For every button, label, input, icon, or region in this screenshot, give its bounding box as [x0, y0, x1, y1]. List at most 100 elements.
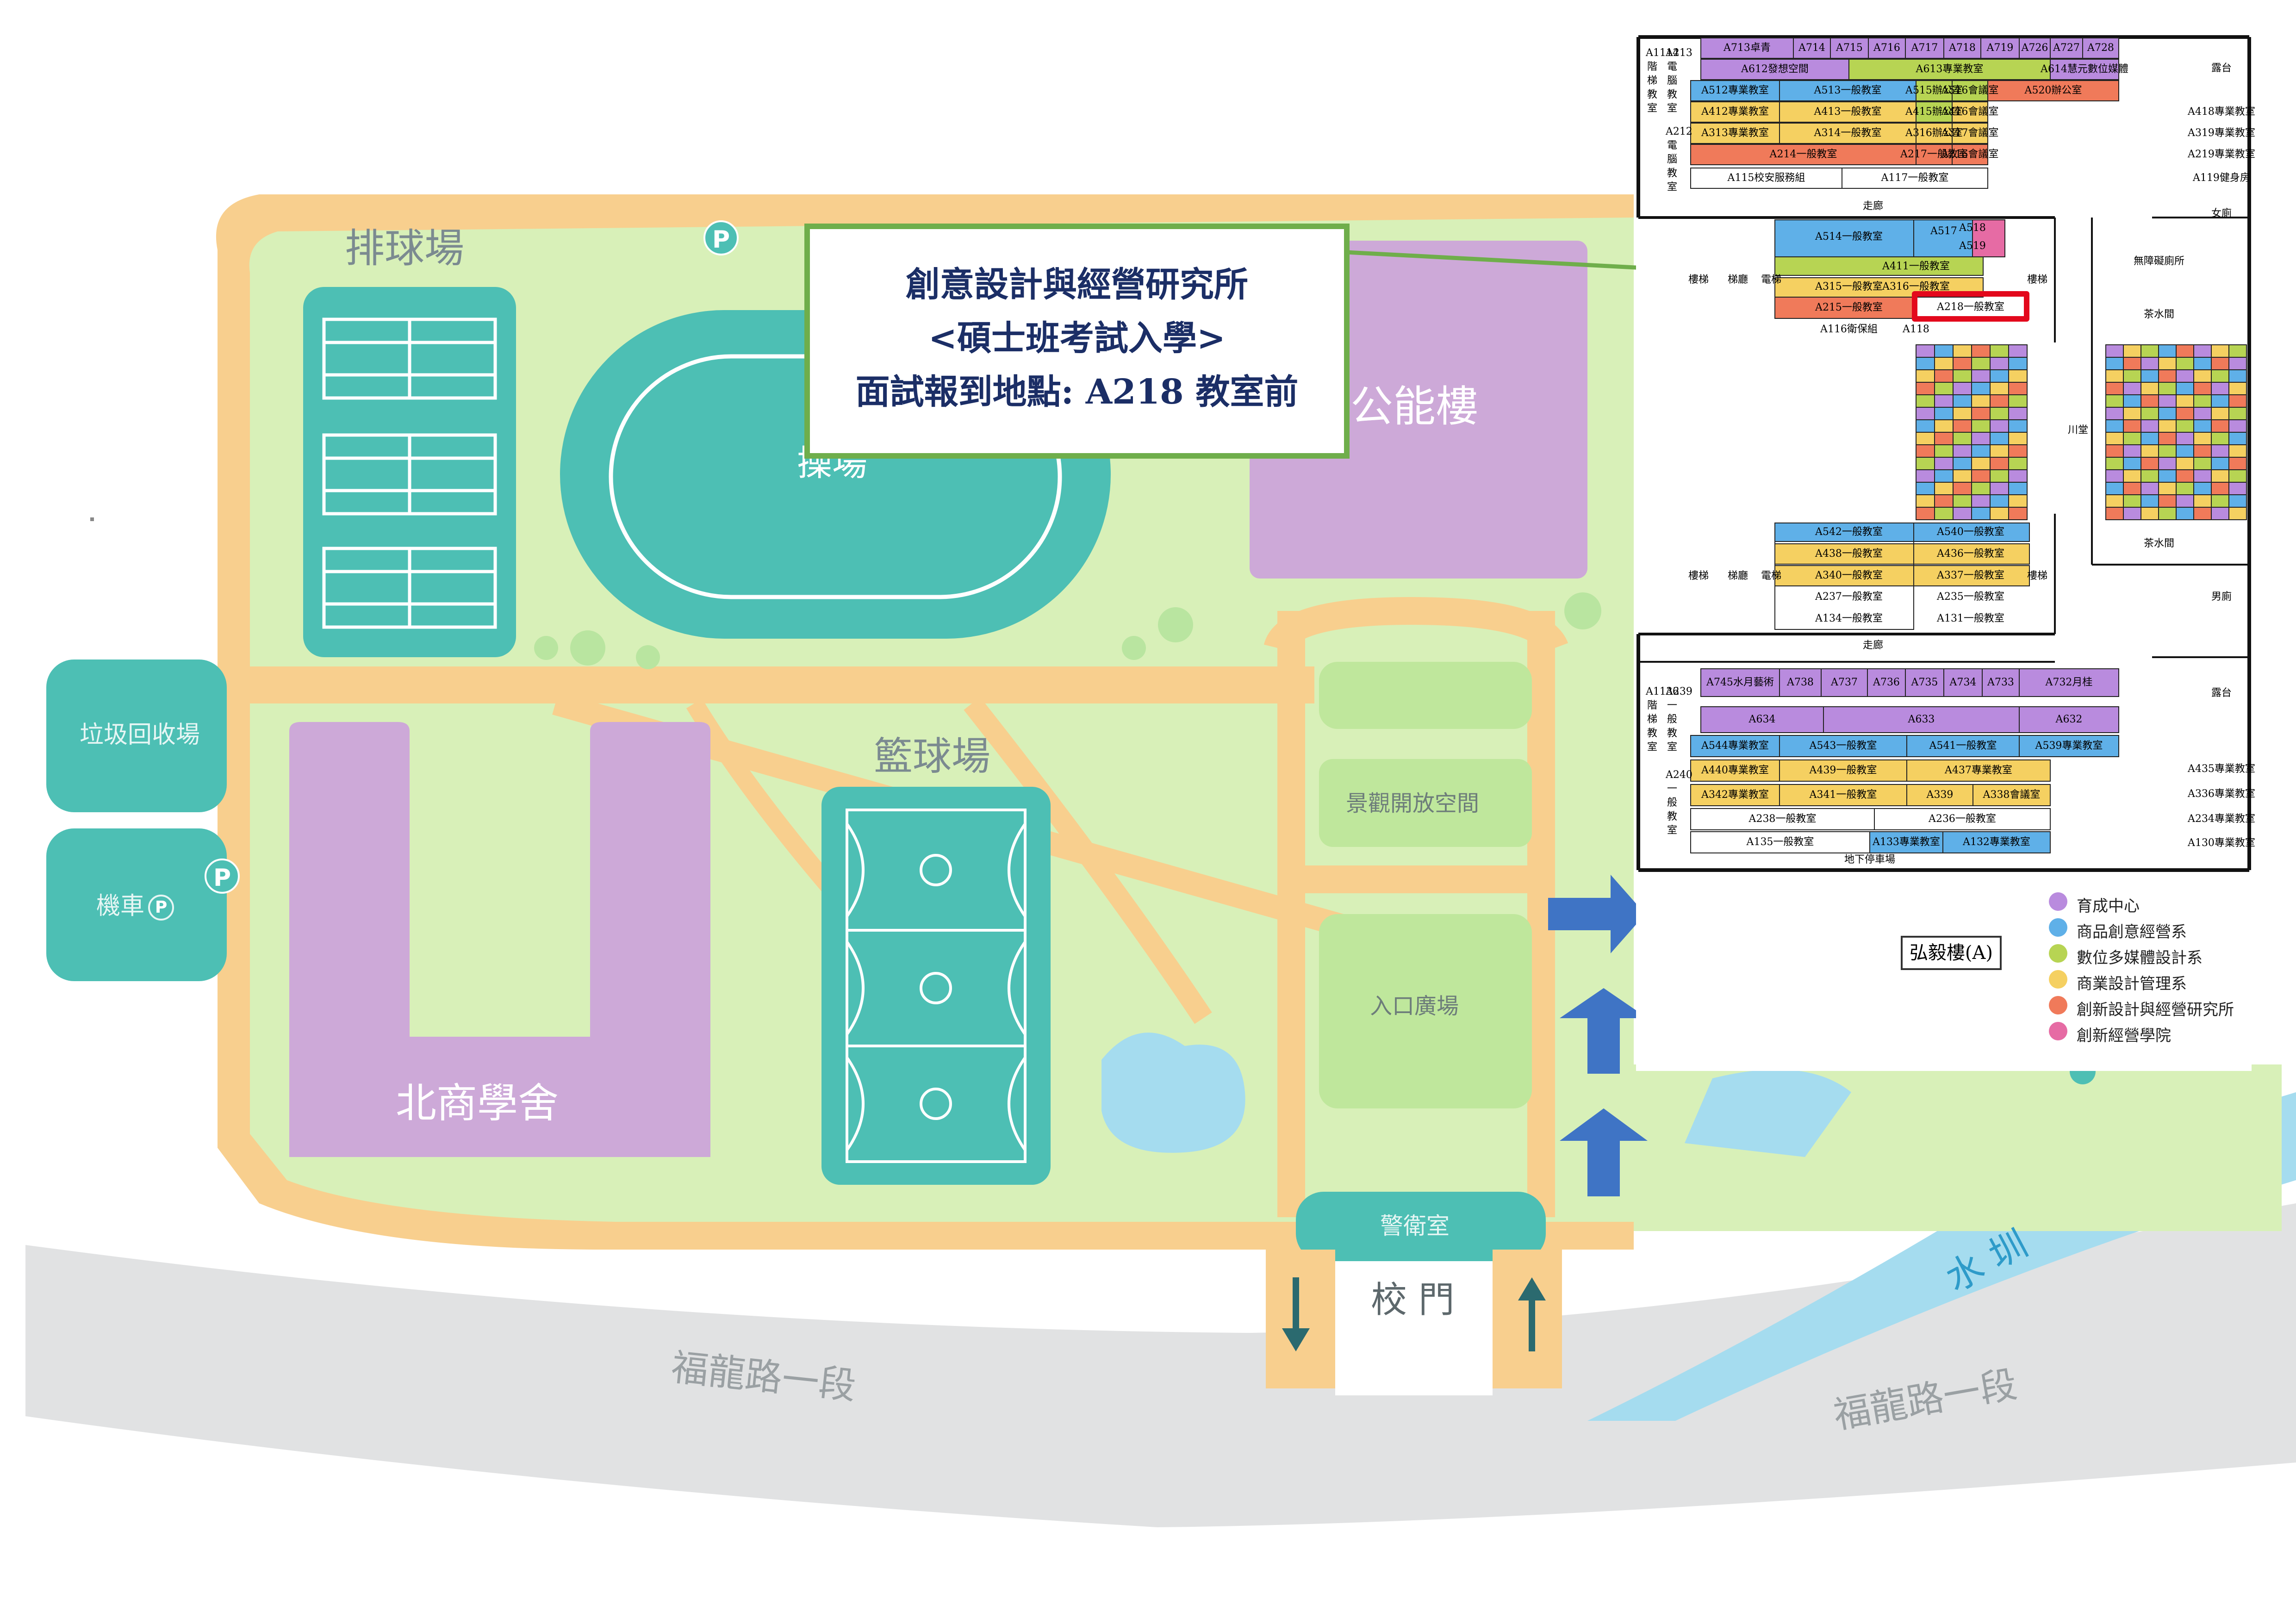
- small-room: [2228, 419, 2247, 433]
- room-label: A440專業教室: [1701, 765, 1769, 776]
- small-room: [2211, 344, 2229, 358]
- room-block: [1779, 123, 1916, 144]
- small-room: [2211, 444, 2229, 458]
- room-label: A135一般教室: [1746, 836, 1814, 848]
- room-label: 樓梯: [2027, 274, 2048, 286]
- room-label: 梯廳: [1727, 570, 1748, 582]
- small-room: [1916, 382, 1935, 395]
- room-label: A734: [1949, 677, 1977, 688]
- room-label: A1136階梯教室: [1646, 686, 1679, 753]
- small-room: [2158, 432, 2177, 445]
- small-room: [1971, 382, 1991, 395]
- room-label: A240一般教室: [1666, 769, 1692, 836]
- room-label: A415辦公室: [1905, 106, 1963, 118]
- room-label: 樓梯: [2027, 570, 2048, 582]
- room-block: [1779, 101, 1916, 123]
- small-room: [1990, 369, 2009, 383]
- room-label: A515辦公室: [1905, 85, 1963, 96]
- small-room: [2140, 494, 2159, 508]
- small-room: [2211, 369, 2229, 383]
- small-room: [2105, 382, 2124, 395]
- small-room: [2008, 482, 2028, 495]
- scooter-parking-icon: P: [148, 895, 174, 921]
- room-label: A217一般教室: [1900, 149, 1968, 160]
- room-label: A728: [2087, 42, 2114, 54]
- room-block: [2050, 37, 2083, 59]
- room-label: 梯廳: [1727, 274, 1748, 286]
- small-room: [1953, 507, 1972, 520]
- room-block: [1690, 168, 1842, 189]
- small-room: [1934, 382, 1954, 395]
- room-block: [1906, 759, 2051, 782]
- room-label: A342專業教室: [1701, 789, 1769, 801]
- legend-label: 商業設計管理系: [2077, 975, 2187, 993]
- small-room: [2158, 494, 2177, 508]
- small-room: [2123, 457, 2141, 470]
- small-room: [2193, 369, 2212, 383]
- small-room: [2158, 482, 2177, 495]
- small-room: [2193, 469, 2212, 483]
- room-label: A542一般教室: [1815, 526, 1883, 538]
- small-room: [1934, 507, 1954, 520]
- basketball-label: 籃球場: [874, 734, 991, 779]
- room-block: [1823, 706, 2020, 733]
- room-block: [1906, 735, 2020, 757]
- room-label: A541一般教室: [1929, 740, 1997, 752]
- room-label: A236一般教室: [1929, 813, 1996, 825]
- small-room: [1990, 419, 2009, 433]
- recycle-area: [46, 660, 227, 812]
- room-block: [1982, 668, 2020, 697]
- small-room: [2176, 407, 2194, 420]
- room-label: A727: [2053, 42, 2080, 54]
- dorm-label: 北商學舍: [396, 1079, 559, 1127]
- room-label: A514一般教室: [1815, 231, 1883, 243]
- small-room: [2140, 357, 2159, 370]
- room-block: [1700, 668, 1780, 697]
- room-label: 電梯: [1761, 570, 1782, 582]
- room-label: 走廊: [1862, 640, 1884, 651]
- small-room: [2211, 407, 2229, 420]
- small-room: [1971, 394, 1991, 408]
- room-label: A133專業教室: [1873, 836, 1940, 848]
- small-room: [2008, 407, 2028, 420]
- room-label: A219專業教室: [2188, 149, 2255, 160]
- small-room: [2228, 394, 2247, 408]
- small-room: [2140, 507, 2159, 520]
- small-room: [1990, 357, 2009, 370]
- small-room: [1990, 494, 2009, 508]
- fulong-road: [25, 1203, 2296, 1527]
- small-room: [2158, 444, 2177, 458]
- small-room: [1953, 494, 1972, 508]
- small-room: [1934, 394, 1954, 408]
- small-room: [2008, 494, 2028, 508]
- small-room: [1953, 432, 1972, 445]
- small-room: [2193, 482, 2212, 495]
- small-room: [2228, 369, 2247, 383]
- room-label: A213電腦教室: [1666, 47, 1692, 114]
- small-room: [2193, 419, 2212, 433]
- room-label: A416會議室: [1941, 106, 1999, 118]
- small-room: [2193, 394, 2212, 408]
- legend-label: 商品創意經營系: [2077, 923, 2187, 941]
- small-room: [1916, 419, 1935, 433]
- main-path: [250, 666, 1314, 703]
- small-room: [2176, 369, 2194, 383]
- plaza-label: 入口廣場: [1370, 993, 1459, 1019]
- room-label: A319專業教室: [2188, 127, 2255, 139]
- small-room: [2158, 357, 2177, 370]
- small-room: [2176, 382, 2194, 395]
- small-room: [1990, 344, 2009, 358]
- callout-subtitle: <碩士班考試入學>: [928, 318, 1226, 358]
- small-room: [2008, 432, 2028, 445]
- room-label: A237一般教室: [1815, 591, 1883, 603]
- room-label: A411一般教室: [1882, 261, 1950, 272]
- room-label: A118: [1903, 324, 1929, 335]
- small-room: [1916, 457, 1935, 470]
- room-label: A437專業教室: [1945, 765, 2012, 776]
- scooter-area: [46, 828, 227, 981]
- room-block: [1821, 668, 1868, 697]
- room-block: [1867, 668, 1906, 697]
- small-room: [2228, 494, 2247, 508]
- room-label: 走廊: [1862, 200, 1884, 212]
